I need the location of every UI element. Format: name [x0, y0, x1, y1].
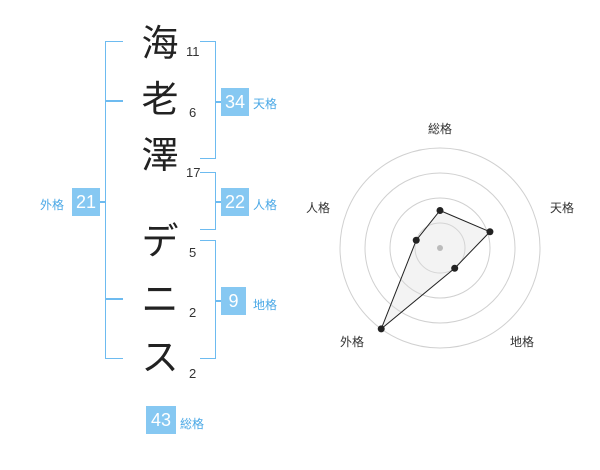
- jinkaku-connector: [216, 201, 221, 203]
- chikaku-connector: [216, 300, 221, 302]
- gaikaku-bracket: [105, 41, 123, 359]
- stroke-count-3: 17: [186, 165, 201, 180]
- radar-center-dot: [437, 245, 443, 251]
- radar-point-2: [486, 228, 494, 236]
- chikaku-label: 地格: [253, 298, 278, 312]
- tenkaku-bracket: [200, 41, 216, 159]
- gaikaku-connector: [100, 201, 106, 203]
- radar-point-5: [412, 236, 420, 244]
- gaikaku-value: 21: [72, 188, 100, 216]
- radar-ring: [389, 197, 491, 299]
- radar-axis-gaikaku: 外格: [340, 334, 364, 349]
- radar-polygon: [380, 209, 491, 330]
- chikaku-bracket: [200, 240, 216, 359]
- radar-ring: [364, 172, 516, 324]
- tenkaku-value: 34: [221, 88, 249, 116]
- name-char-2: 老: [141, 78, 179, 121]
- radar-axis-chikaku: 地格: [510, 334, 534, 349]
- name-char-5: ニ: [141, 278, 179, 321]
- gaikaku-tick-upper: [105, 100, 123, 102]
- gaikaku-label: 外格: [40, 198, 65, 212]
- name-char-1: 海: [141, 22, 179, 65]
- radar-ring: [414, 222, 466, 274]
- soukaku-value: 43: [146, 406, 176, 434]
- soukaku-label: 総格: [180, 417, 205, 431]
- radar-point-1: [436, 207, 444, 214]
- radar-axis-soukaku: 総格: [428, 121, 452, 136]
- tenkaku-connector: [216, 101, 221, 103]
- stroke-count-5: 2: [189, 305, 197, 320]
- stroke-count-1: 11: [186, 44, 200, 59]
- name-char-6: ス: [141, 336, 179, 379]
- jinkaku-label: 人格: [253, 198, 278, 212]
- radar-point-3: [451, 264, 459, 272]
- jinkaku-bracket: [200, 172, 216, 230]
- stroke-count-6: 2: [189, 366, 197, 381]
- name-char-4: デ: [141, 220, 179, 263]
- tenkaku-label: 天格: [253, 97, 278, 111]
- radar-axis-jinkaku: 人格: [306, 200, 330, 215]
- jinkaku-value: 22: [221, 188, 249, 216]
- radar-ring: [339, 147, 541, 349]
- stroke-count-2: 6: [189, 105, 197, 120]
- radar-axis-tenkaku: 天格: [550, 200, 574, 215]
- radar-rings: [339, 147, 541, 349]
- stroke-count-4: 5: [189, 245, 197, 260]
- gaikaku-tick-lower: [105, 298, 123, 300]
- chikaku-value: 9: [221, 287, 246, 315]
- name-char-3: 澤: [141, 134, 179, 177]
- radar-point-4: [377, 325, 385, 333]
